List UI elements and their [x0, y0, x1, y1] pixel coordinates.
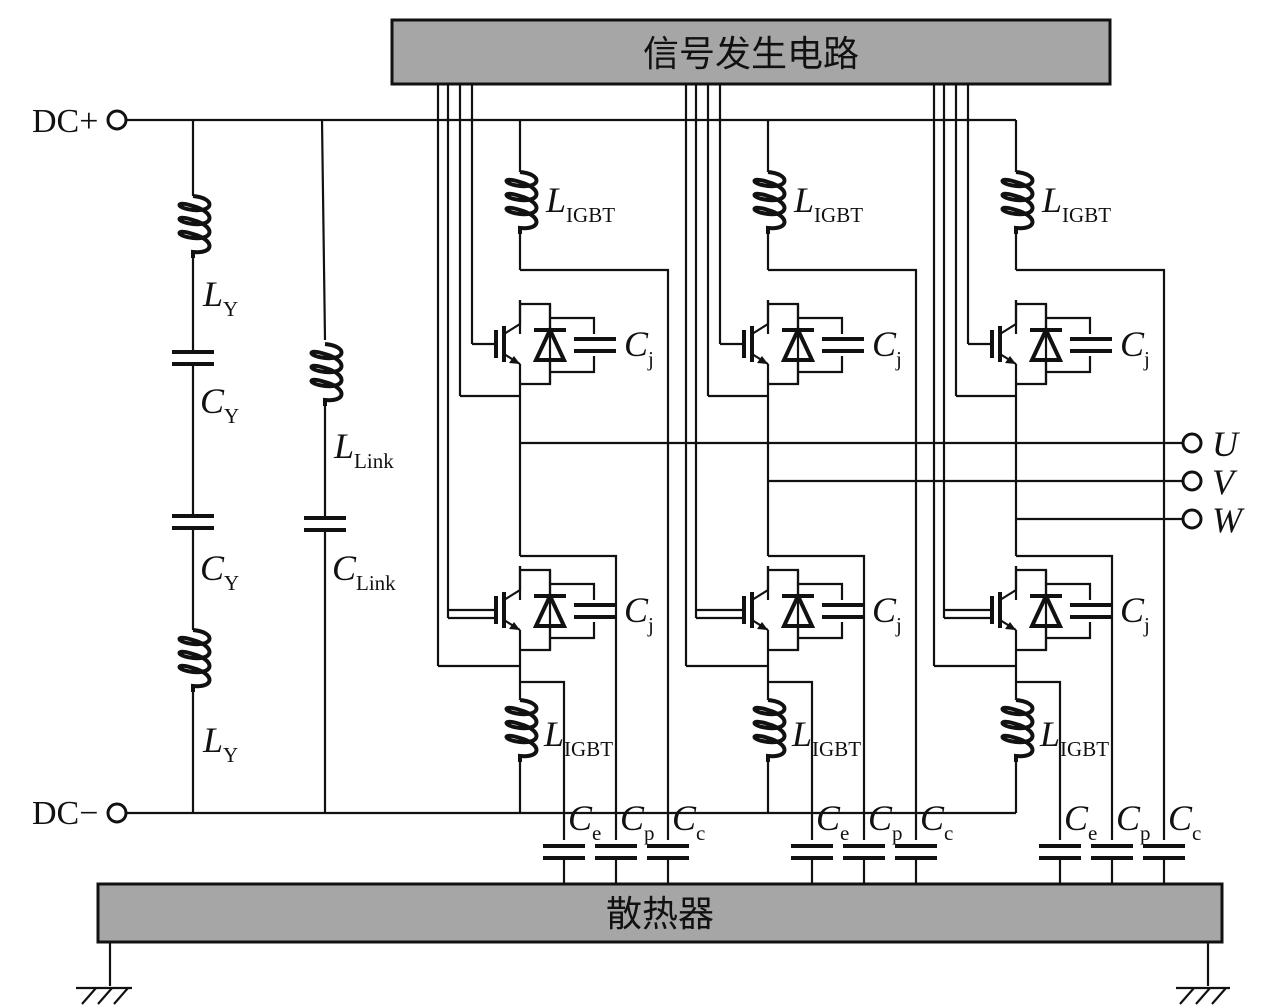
- c-link-label: CLink: [332, 548, 396, 595]
- ce-capacitor: [1039, 844, 1081, 860]
- l-igbt-bottom-label: LIGBT: [791, 714, 861, 761]
- signal-circuit-block: [390, 18, 1112, 86]
- cc-capacitor: [647, 844, 689, 860]
- ground-left-icon: [76, 942, 132, 1005]
- cp-capacitor: [595, 844, 637, 860]
- dc-minus-terminal: [106, 802, 128, 824]
- dc-plus-terminal: [106, 109, 128, 131]
- cc-capacitor: [895, 844, 937, 860]
- l-link-label: LLink: [333, 426, 394, 473]
- cy-bottom-capacitor: [170, 514, 216, 530]
- cy-top-label: CY: [200, 381, 239, 428]
- cc-capacitor: [1143, 844, 1185, 860]
- l-igbt-bottom-inductor: [752, 698, 787, 764]
- l-igbt-bottom-label: LIGBT: [543, 714, 613, 761]
- l-igbt-top-label: LIGBT: [1041, 180, 1111, 227]
- l-igbt-top-inductor: [504, 170, 539, 236]
- ce-label: Ce: [568, 798, 601, 845]
- output-w-terminal: [1181, 508, 1203, 530]
- l-igbt-top-label: LIGBT: [545, 180, 615, 227]
- igbt-bottom: Cj: [944, 566, 1150, 676]
- ce-capacitor: [543, 844, 585, 860]
- link-branch: [302, 119, 348, 813]
- cp-capacitor: [1091, 844, 1133, 860]
- y-branch: [170, 120, 216, 813]
- l-igbt-bottom-inductor: [1000, 698, 1035, 764]
- ce-label: Ce: [816, 798, 849, 845]
- cp-label: Cp: [620, 798, 655, 845]
- igbt-bottom: Cj: [448, 566, 654, 676]
- ce-label: Ce: [1064, 798, 1097, 845]
- ly-top-inductor: [177, 194, 212, 260]
- l-igbt-top-label: LIGBT: [793, 180, 863, 227]
- ground-right-icon: [1176, 942, 1230, 1005]
- cc-label: Cc: [672, 798, 705, 845]
- cj-label: Cj: [872, 590, 902, 637]
- cy-top-capacitor: [170, 350, 216, 366]
- cc-label: Cc: [920, 798, 953, 845]
- cp-label: Cp: [868, 798, 903, 845]
- cj-label: Cj: [1120, 590, 1150, 637]
- igbt-bottom: Cj: [696, 566, 902, 676]
- ly-top-label: LY: [202, 274, 238, 321]
- c-link-capacitor: [302, 516, 348, 532]
- igbt-top: Cj: [720, 300, 902, 410]
- dc-plus-label: DC+: [32, 103, 98, 140]
- l-link-inductor: [309, 342, 344, 408]
- dc-minus-label: DC−: [32, 795, 98, 832]
- cj-label: Cj: [624, 324, 654, 371]
- ly-bottom-label: LY: [202, 720, 238, 767]
- output-u-terminal: [1181, 432, 1203, 454]
- signal-circuit-label: 信号发生电路: [643, 34, 859, 75]
- l-igbt-top-inductor: [1000, 170, 1035, 236]
- output-terminals: U V W: [1181, 424, 1245, 540]
- branch-labels: LY CY CY LY LLink CLink: [200, 274, 396, 767]
- heatsink-label: 散热器: [606, 894, 714, 935]
- output-u-label: U: [1212, 424, 1240, 464]
- l-igbt-top-inductor: [752, 170, 787, 236]
- cy-bottom-label: CY: [200, 548, 239, 595]
- heatsink-block: [96, 882, 1224, 944]
- ly-bottom-inductor: [177, 628, 212, 694]
- output-w-label: W: [1212, 500, 1245, 540]
- igbt-top: Cj: [968, 300, 1150, 410]
- igbt-top: Cj: [472, 300, 654, 410]
- cj-label: Cj: [624, 590, 654, 637]
- ce-capacitor: [791, 844, 833, 860]
- l-igbt-bottom-label: LIGBT: [1039, 714, 1109, 761]
- cj-label: Cj: [1120, 324, 1150, 371]
- output-v-terminal: [1181, 470, 1203, 492]
- cc-label: Cc: [1168, 798, 1201, 845]
- l-igbt-bottom-inductor: [504, 698, 539, 764]
- cj-label: Cj: [872, 324, 902, 371]
- cp-capacitor: [843, 844, 885, 860]
- cp-label: Cp: [1116, 798, 1151, 845]
- output-v-label: V: [1212, 462, 1238, 502]
